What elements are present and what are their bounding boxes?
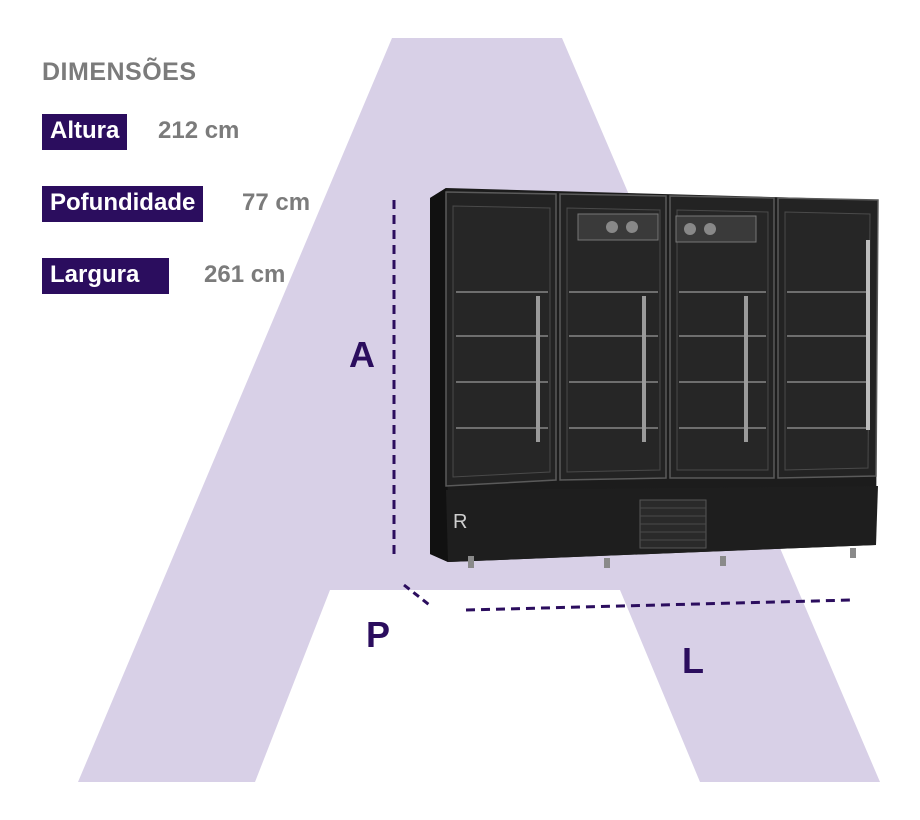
dimension-width-label: Largura	[42, 258, 170, 294]
dimension-depth-value: 77 cm	[242, 189, 311, 216]
feet	[468, 548, 856, 568]
door-handles	[536, 240, 870, 442]
dimension-width-row: Largura 261 cm	[42, 258, 342, 294]
dimensions-heading: DIMENSÕES	[42, 58, 197, 86]
height-axis-letter: A	[349, 334, 375, 375]
dimension-height-row: Altura 212 cm	[42, 114, 302, 150]
depth-axis-letter: P	[366, 614, 391, 655]
depth-dimension-line	[403, 583, 433, 609]
dimension-height-label: Altura	[42, 114, 128, 150]
dimension-width-value: 261 cm	[204, 261, 286, 288]
dimension-depth-label: Pofundidade	[42, 186, 204, 222]
width-dimension-line	[465, 598, 853, 612]
shelves	[456, 291, 866, 429]
cabinet-side	[430, 188, 448, 562]
width-axis-letter: L	[682, 640, 704, 681]
dimension-depth-row: Pofundidade 77 cm	[42, 186, 342, 222]
brand-logo-mark: R	[453, 511, 467, 533]
dimension-height-value: 212 cm	[158, 117, 240, 144]
